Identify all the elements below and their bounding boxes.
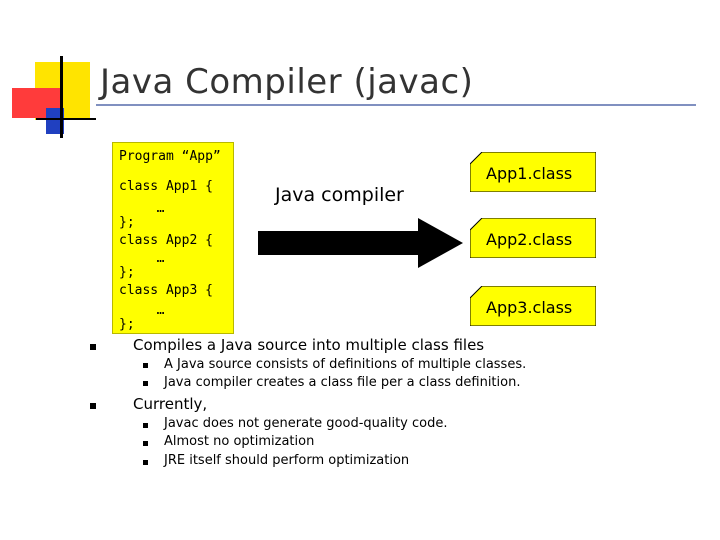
bullet-marker [90, 344, 96, 350]
decor-vertical-line [60, 56, 63, 138]
code-line: }; [119, 215, 135, 230]
bullet-marker [90, 403, 96, 409]
bullet-text: Compiles a Java source into multiple cla… [133, 336, 485, 354]
sub-bullet-marker [143, 381, 148, 386]
sub-bullet-marker [143, 423, 148, 428]
class-file-shape [470, 218, 596, 258]
code-line: … [141, 201, 165, 216]
code-line: class App3 { [119, 283, 213, 298]
code-line: class App1 { [119, 179, 213, 194]
code-line: }; [119, 317, 135, 332]
compiler-label: Java compiler [275, 184, 404, 206]
class-file-label: App3.class [486, 298, 573, 317]
class-file-app2: App2.class [470, 218, 596, 258]
compile-arrow-icon [258, 218, 463, 268]
class-file-shape [470, 286, 596, 326]
slide-title: Java Compiler (javac) [100, 62, 474, 102]
decor-horizontal-line [36, 118, 96, 120]
code-line: }; [119, 265, 135, 280]
sub-bullet-marker [143, 460, 148, 465]
class-file-shape [470, 152, 596, 192]
code-line: class App2 { [119, 233, 213, 248]
class-file-label: App1.class [486, 164, 573, 183]
sub-bullet-text: A Java source consists of definitions of… [164, 357, 527, 372]
sub-bullet-marker [143, 441, 148, 446]
sub-bullet-text: Javac does not generate good-quality cod… [164, 416, 448, 431]
program-source-box: Program “App” class App1 { … }; class Ap… [112, 142, 234, 334]
program-header: Program “App” [119, 149, 221, 164]
decor-blue-square [46, 108, 64, 134]
sub-bullet-text: JRE itself should perform optimization [164, 453, 410, 468]
bullet-text: Currently, [133, 395, 208, 413]
code-line: … [141, 303, 165, 318]
sub-bullet-text: Java compiler creates a class file per a… [164, 375, 521, 390]
sub-bullet-marker [143, 363, 148, 368]
class-file-app1: App1.class [470, 152, 596, 192]
sub-bullet-text: Almost no optimization [164, 434, 315, 449]
code-line: … [141, 251, 165, 266]
title-underline [96, 104, 696, 106]
class-file-app3: App3.class [470, 286, 596, 326]
class-file-label: App2.class [486, 230, 573, 249]
